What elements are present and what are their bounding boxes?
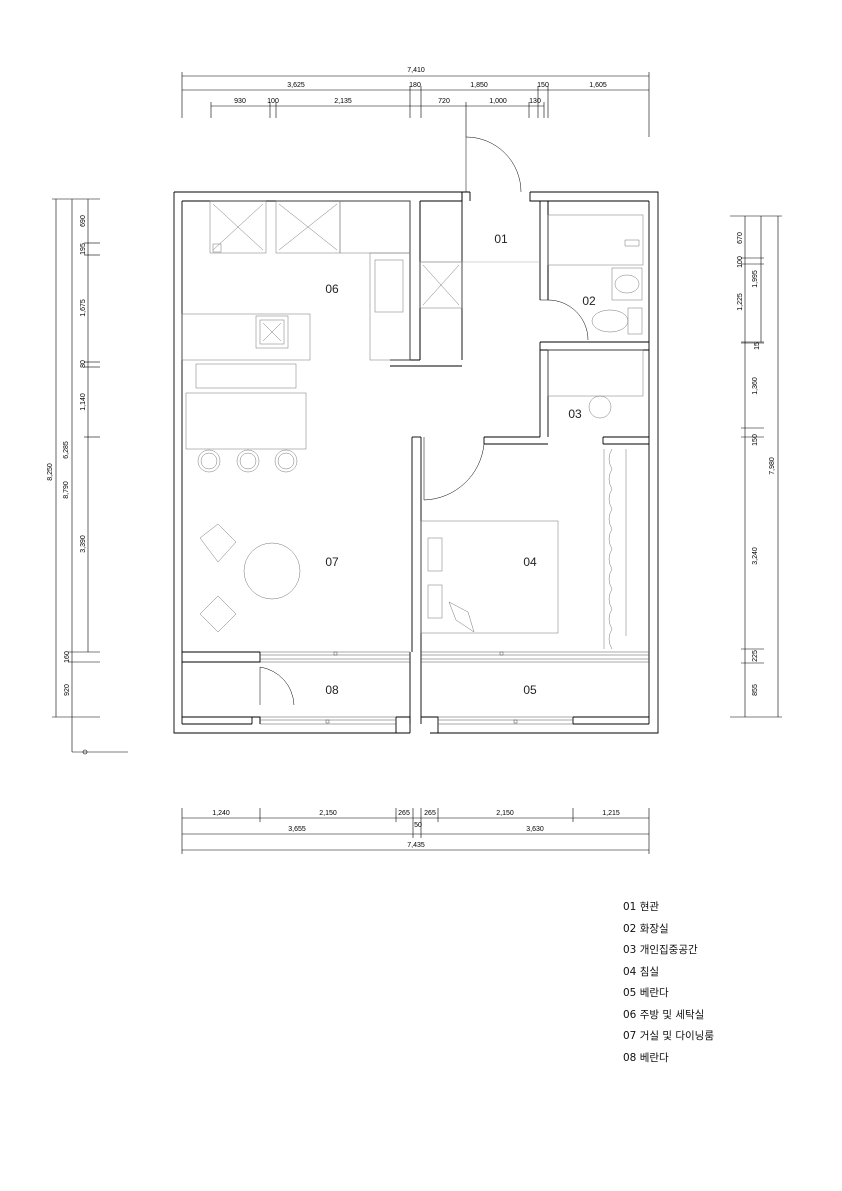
dim-left-mid-2: 6,285 bbox=[63, 441, 70, 459]
right-dimension-lines bbox=[730, 215, 782, 718]
dim-top-r3-6: 130 bbox=[529, 98, 541, 105]
left-dimension-lines bbox=[52, 198, 128, 755]
room-label-07: 07 bbox=[325, 555, 339, 569]
dim-left-mid-1: 8,790 bbox=[63, 481, 70, 499]
dim-top-r2-1: 3,625 bbox=[287, 82, 305, 89]
dim-bot-r2-1: 3,655 bbox=[288, 826, 306, 833]
dim-top-r2-4: 150 bbox=[537, 82, 549, 89]
bathroom-door bbox=[540, 299, 589, 341]
bathroom-fixtures bbox=[547, 214, 644, 335]
legend-item-03: 03 개인집중공간 bbox=[623, 944, 698, 956]
dim-top-r2-2: 180 bbox=[409, 82, 421, 89]
dim-right-inner-8: 225 bbox=[752, 650, 759, 662]
dim-top-r3-5: 1,000 bbox=[489, 98, 507, 105]
bottom-dimension-lines bbox=[181, 808, 650, 854]
legend-item-04: 04 침실 bbox=[623, 965, 660, 978]
bedroom-furniture bbox=[420, 448, 627, 650]
dim-bot-r1-5: 2,150 bbox=[496, 810, 514, 817]
dim-left-inner-4: 80 bbox=[80, 360, 87, 368]
dim-right-inner-5: 1,360 bbox=[752, 377, 759, 395]
dim-left-inner-7: 160 bbox=[64, 651, 71, 663]
dim-right-inner-3: 1,225 bbox=[737, 293, 744, 311]
dim-left-inner-1: 690 bbox=[80, 215, 87, 227]
dim-bot-r1-3: 265 bbox=[398, 810, 410, 817]
room-labels: 01 02 03 04 05 06 07 08 bbox=[325, 232, 596, 697]
bottom-dimension-labels: 1,240 2,150 265 265 2,150 1,215 3,655 50… bbox=[212, 810, 620, 849]
dim-bot-r2-3: 3,630 bbox=[526, 826, 544, 833]
sliding-windows bbox=[260, 651, 649, 725]
dim-right-mid-1: 1,995 bbox=[752, 270, 759, 288]
dim-left-inner-5: 1,140 bbox=[80, 393, 87, 411]
dim-left-inner-8: 920 bbox=[64, 684, 71, 696]
balcony-08-door bbox=[259, 666, 295, 706]
room-label-06: 06 bbox=[325, 282, 339, 296]
living-furniture bbox=[185, 392, 307, 633]
dim-top-total: 7,410 bbox=[407, 67, 425, 74]
room-label-05: 05 bbox=[523, 683, 537, 697]
dim-top-r2-3: 1,850 bbox=[470, 82, 488, 89]
dim-bot-r1-6: 1,215 bbox=[602, 810, 620, 817]
dim-right-inner-6: 150 bbox=[752, 434, 759, 446]
dim-right-inner-2: 100 bbox=[737, 256, 744, 268]
dim-top-r2-5: 1,605 bbox=[589, 82, 607, 89]
top-dimension-lines bbox=[181, 72, 650, 137]
dim-right-inner-1: 670 bbox=[737, 232, 744, 244]
dim-right-inner-4: 15 bbox=[754, 342, 761, 350]
room-label-02: 02 bbox=[582, 294, 596, 308]
dim-right-outer: 7,980 bbox=[769, 457, 776, 475]
dim-right-inner-7: 3,240 bbox=[752, 547, 759, 565]
left-dimension-labels: 8,250 8,790 6,285 690 195 1,675 80 1,140… bbox=[47, 215, 87, 696]
legend-item-07: 07 거실 및 다이닝룸 bbox=[623, 1030, 714, 1042]
dim-left-inner-3: 1,675 bbox=[80, 299, 87, 317]
legend-item-01: 01 현관 bbox=[623, 901, 660, 913]
entry-door bbox=[465, 136, 522, 193]
right-dimension-labels: 7,980 1,995 670 100 1,225 15 1,360 150 3… bbox=[737, 232, 776, 696]
dim-bot-total: 7,435 bbox=[407, 842, 425, 849]
dim-left-inner-2: 195 bbox=[80, 243, 87, 255]
dim-right-inner-9: 855 bbox=[752, 684, 759, 696]
dim-bot-r1-4: 265 bbox=[424, 810, 436, 817]
room-label-03: 03 bbox=[568, 407, 582, 421]
room-label-08: 08 bbox=[325, 683, 339, 697]
dim-bot-r1-1: 1,240 bbox=[212, 810, 230, 817]
dim-bot-r1-2: 2,150 bbox=[319, 810, 337, 817]
kitchen-fixtures bbox=[181, 200, 463, 389]
room-label-04: 04 bbox=[523, 555, 537, 569]
dim-left-outer: 8,250 bbox=[47, 463, 54, 481]
legend-item-05: 05 베란다 bbox=[623, 987, 669, 999]
top-dimension-labels: 7,410 3,625 180 1,850 150 1,605 930 100 … bbox=[234, 67, 607, 105]
legend-item-02: 02 화장실 bbox=[623, 922, 669, 935]
legend-item-06: 06 주방 및 세탁실 bbox=[623, 1008, 705, 1021]
dim-left-inner-6: 3,390 bbox=[80, 535, 87, 553]
room-label-01: 01 bbox=[494, 232, 508, 246]
dim-bot-r2-2: 50 bbox=[414, 822, 422, 829]
study-furniture bbox=[547, 349, 644, 419]
dim-top-r3-2: 100 bbox=[267, 98, 279, 105]
dim-top-r3-4: 720 bbox=[438, 98, 450, 105]
doors bbox=[259, 136, 589, 706]
dim-top-r3-1: 930 bbox=[234, 98, 246, 105]
bedroom-door bbox=[423, 437, 485, 501]
dim-top-r3-3: 2,135 bbox=[334, 98, 352, 105]
room-legend: 01 현관 02 화장실 03 개인집중공간 04 침실 05 베란다 06 주… bbox=[623, 900, 714, 1072]
legend-item-08: 08 베란다 bbox=[623, 1051, 669, 1064]
